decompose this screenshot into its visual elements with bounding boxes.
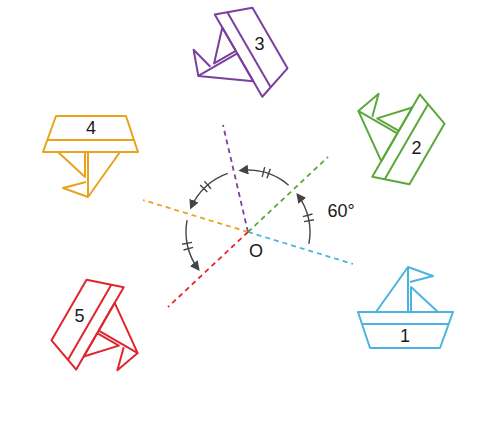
rotation-rays bbox=[143, 125, 353, 307]
figure-number: 4 bbox=[86, 119, 96, 137]
figure-number: 1 bbox=[400, 327, 410, 345]
figure-3 bbox=[176, 0, 294, 119]
figure-number: 3 bbox=[255, 35, 265, 53]
angle-arcs bbox=[182, 167, 314, 269]
angle-label: 60° bbox=[327, 202, 354, 220]
point-label: O bbox=[249, 242, 263, 260]
figure-number: 5 bbox=[74, 307, 84, 325]
figure-1 bbox=[358, 267, 453, 348]
figure-5 bbox=[45, 269, 163, 392]
figure-number: 2 bbox=[412, 139, 422, 157]
figure-2 bbox=[333, 72, 451, 195]
figure-4 bbox=[43, 116, 138, 197]
